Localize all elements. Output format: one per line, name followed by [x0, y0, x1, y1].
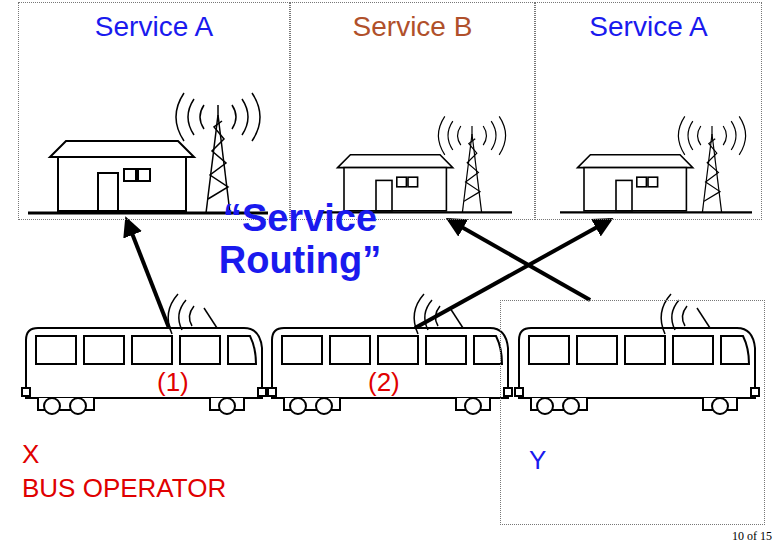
operator-region: Y: [500, 300, 765, 525]
bus-box: (1): [22, 328, 267, 420]
service-region: Service A: [535, 2, 762, 220]
base-station: [28, 93, 268, 213]
bus: [22, 294, 266, 414]
service-region: Service A: [18, 2, 290, 220]
region-title: Service B: [291, 11, 534, 43]
page-number: 10 of 15: [732, 530, 772, 543]
routing-arrow: [449, 220, 590, 300]
operator-letter: X: [22, 440, 39, 469]
bus-box: (2): [268, 328, 513, 420]
service-region: Service B: [290, 2, 535, 220]
bus: [268, 294, 512, 414]
region-title: Service A: [19, 11, 289, 43]
base-station: [560, 116, 752, 212]
routing-arrow: [415, 220, 610, 328]
callout-number: (2): [368, 368, 400, 398]
region-title: Service A: [536, 11, 761, 43]
routing-title: “Service Routing”: [190, 198, 410, 282]
operator-name: BUS OPERATOR: [22, 474, 226, 503]
bus: [515, 294, 759, 414]
routing-arrow: [127, 220, 169, 328]
region-title: Y: [529, 446, 546, 476]
callout-number: (1): [157, 368, 189, 398]
